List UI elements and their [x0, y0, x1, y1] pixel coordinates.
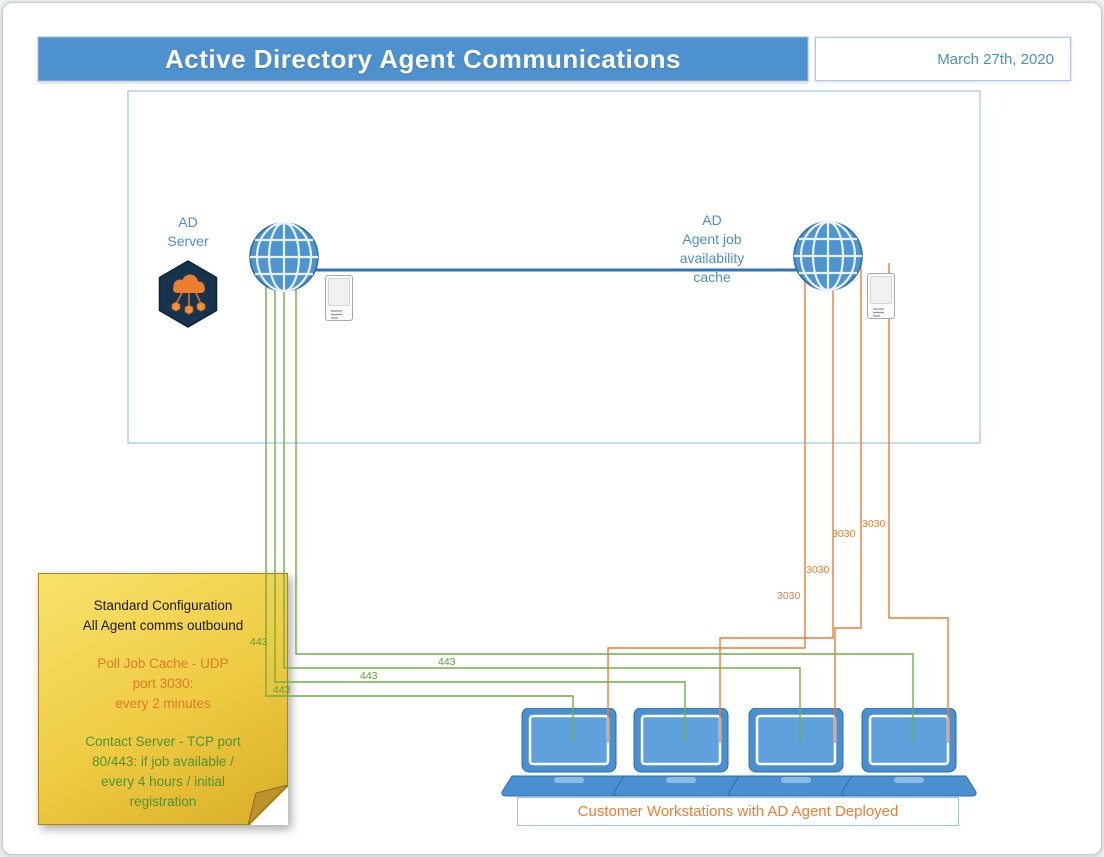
- port-3030-label: 3030: [806, 564, 830, 576]
- date-box: March 27th, 2020: [814, 36, 1072, 82]
- port-443-label: 443: [273, 684, 291, 696]
- note-config-line: All Agent comms outbound: [82, 618, 244, 633]
- globe-icon: [250, 223, 318, 291]
- ad-logo-icon: [158, 260, 218, 328]
- cache-label: AD Agent job availability cache: [679, 212, 745, 285]
- udp-connection-lines: [607, 263, 949, 743]
- note-contact-line: every 4 hours / initial: [101, 774, 225, 789]
- workstations-label-box: Customer Workstations with AD Agent Depl…: [517, 797, 959, 826]
- port-443-label: 443: [360, 670, 378, 682]
- title-bar: Active Directory Agent Communications: [37, 36, 809, 82]
- sticky-note: Standard Configuration All Agent comms o…: [38, 573, 288, 825]
- workstations-label: Customer Workstations with AD Agent Depl…: [577, 803, 899, 820]
- port-3030-label: 3030: [862, 518, 886, 530]
- diagram-canvas: [127, 90, 981, 855]
- date-label: March 27th, 2020: [937, 50, 1054, 68]
- note-poll-line: every 2 minutes: [115, 696, 211, 711]
- note-contact-line: registration: [129, 794, 197, 809]
- port-3030-label: 3030: [832, 528, 856, 540]
- server-icon: [868, 274, 895, 319]
- note-contact-line: 80/443: if job available /: [92, 754, 234, 769]
- note-poll-line: port 3030:: [132, 676, 194, 691]
- port-443-label: 443: [438, 656, 456, 668]
- port-3030-label: 3030: [777, 590, 801, 602]
- note-text: Standard Configuration All Agent comms o…: [39, 574, 287, 812]
- server-icon: [326, 276, 353, 321]
- note-poll-line: Poll Job Cache - UDP: [97, 656, 229, 671]
- ad-server-label: AD Server: [167, 214, 209, 249]
- note-folded-corner: [248, 785, 288, 825]
- https-connection-lines: [265, 253, 914, 743]
- page-title: Active Directory Agent Communications: [165, 43, 681, 74]
- port-443-label: 443: [250, 636, 268, 648]
- note-config-line: Standard Configuration: [93, 598, 233, 613]
- globe-icon: [794, 222, 862, 290]
- note-contact-line: Contact Server - TCP port: [85, 734, 241, 749]
